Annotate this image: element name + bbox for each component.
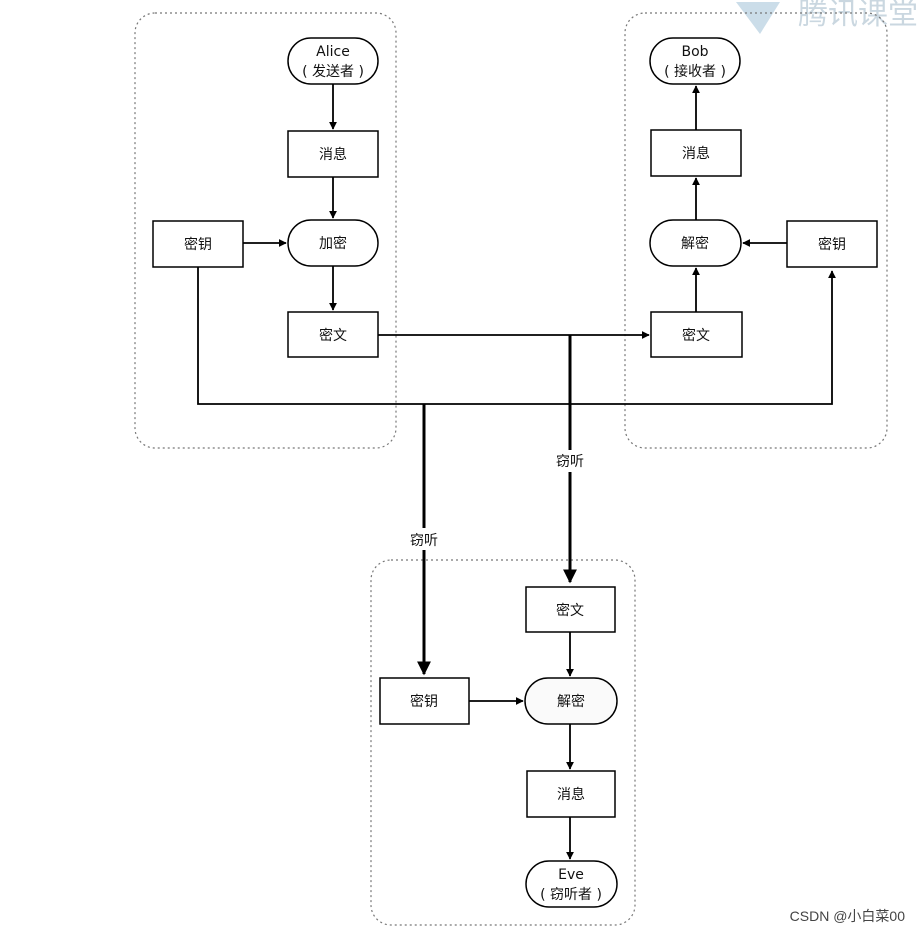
eve-decrypt-label: 解密	[557, 693, 585, 710]
eavesdrop-ciphertext-label-bg	[548, 450, 592, 472]
eve-role-label: ( 窃听者 )	[540, 887, 602, 903]
eve-ciphertext-label: 密文	[556, 602, 584, 619]
eavesdrop-ciphertext-label: 窃听	[556, 454, 584, 470]
watermark: 腾讯课堂	[736, 0, 918, 34]
bob-ciphertext-node: 密文	[650, 311, 743, 358]
alice-ciphertext-label: 密文	[319, 327, 347, 344]
bob-name-label: Bob	[681, 44, 708, 60]
alice-name-label: Alice	[316, 44, 350, 60]
bob-key-label: 密钥	[818, 236, 846, 253]
alice-key-label: 密钥	[184, 236, 212, 253]
eve-region	[370, 559, 636, 926]
alice-role-label: ( 发送者 )	[302, 64, 364, 80]
bob-key-node: 密钥	[786, 220, 878, 268]
watermark-text: 腾讯课堂	[798, 0, 918, 32]
bob-role-label: ( 接收者 )	[664, 63, 726, 80]
bob-decrypt-label: 解密	[681, 235, 709, 252]
eavesdrop-key-label: 窃听	[410, 533, 438, 549]
alice-ciphertext-node: 密文	[287, 311, 379, 358]
eve-message-label: 消息	[557, 786, 585, 803]
eve-eavesdropper-node: Eve ( 窃听者 )	[525, 860, 618, 908]
key-channel-line	[197, 267, 836, 405]
alice-encrypt-node: 加密	[287, 219, 379, 267]
eve-decrypt-node: 解密	[524, 677, 618, 725]
eve-key-label: 密钥	[410, 693, 438, 710]
alice-sender-node: Alice ( 发送者 )	[287, 37, 379, 85]
eve-key-node: 密钥	[379, 677, 470, 725]
alice-message-node: 消息	[287, 130, 379, 178]
bob-message-node: 消息	[650, 129, 742, 177]
bob-ciphertext-label: 密文	[682, 327, 710, 344]
alice-key-node: 密钥	[152, 220, 244, 268]
play-logo-icon	[736, 2, 780, 34]
bob-region	[624, 12, 888, 449]
csdn-credit-text: CSDN @小白菜00	[790, 908, 906, 924]
eve-name-label: Eve	[558, 867, 584, 883]
bob-receiver-node: Bob ( 接收者 )	[649, 37, 741, 85]
eve-ciphertext-node: 密文	[525, 586, 616, 633]
eavesdrop-key-label-bg	[402, 528, 446, 550]
bob-message-label: 消息	[682, 145, 710, 162]
alice-encrypt-label: 加密	[319, 235, 347, 252]
bob-decrypt-node: 解密	[649, 219, 742, 267]
alice-region	[134, 12, 397, 449]
alice-message-label: 消息	[319, 146, 347, 163]
eve-message-node: 消息	[526, 770, 616, 818]
